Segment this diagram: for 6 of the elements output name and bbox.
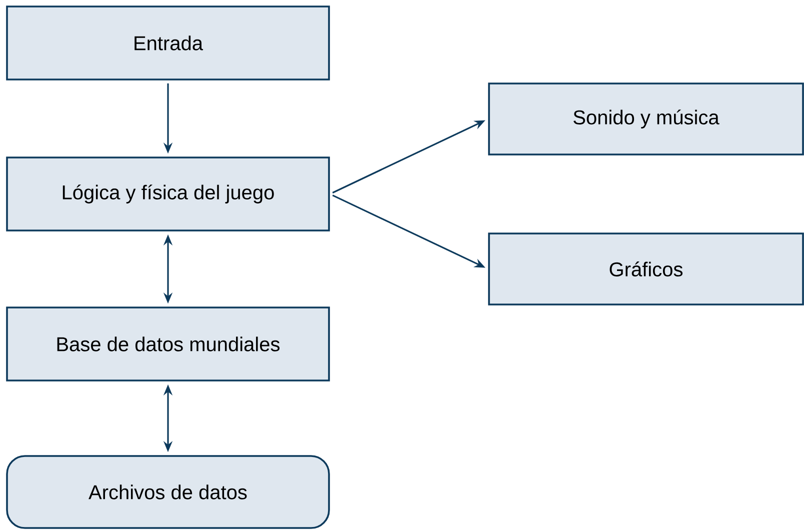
process-box: Lógica y física del juego	[6, 156, 330, 232]
process-box: Gráficos	[488, 232, 804, 306]
process-box: Entrada	[6, 6, 330, 80]
terminal-box: Archivos de datos	[6, 455, 330, 529]
process-box: Base de datos mundiales	[6, 306, 330, 382]
process-box: Sonido y música	[488, 82, 804, 156]
